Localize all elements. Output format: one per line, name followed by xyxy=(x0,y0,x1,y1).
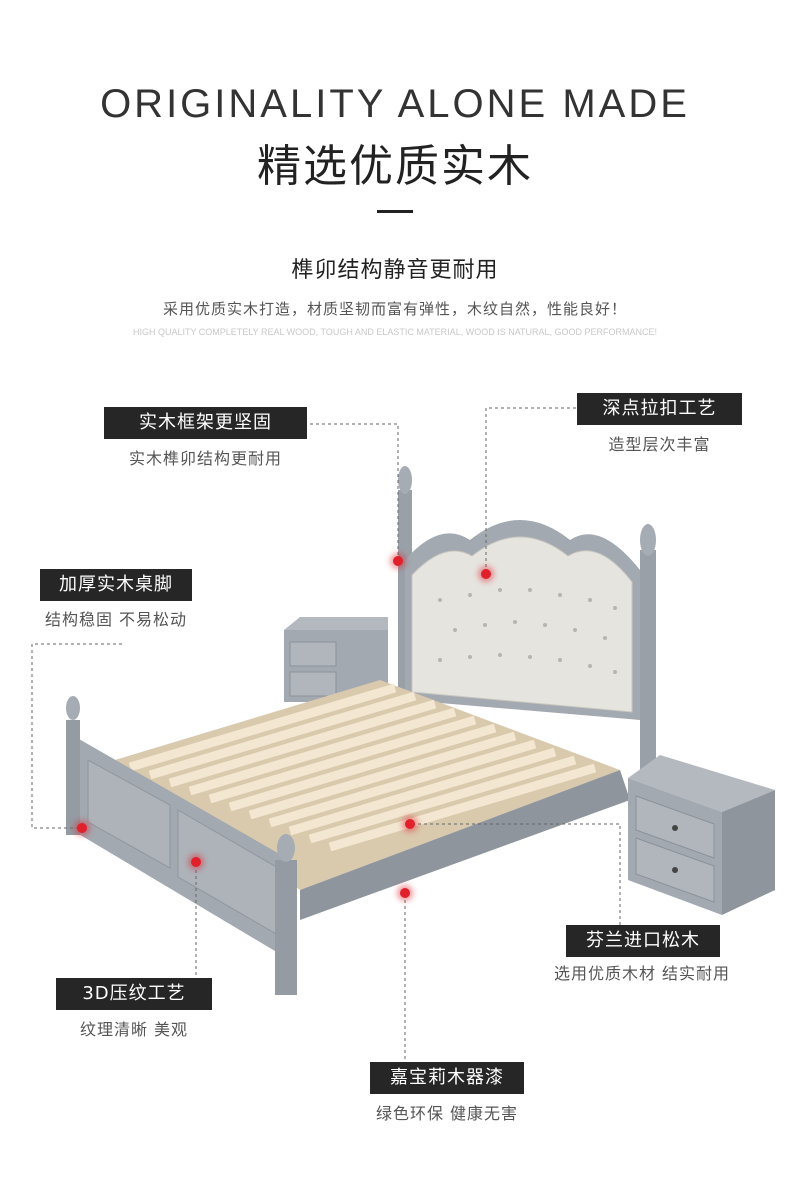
title-divider xyxy=(377,210,413,213)
title-chinese: 精选优质实木 xyxy=(257,141,533,192)
foot-post-right xyxy=(275,860,297,995)
feature-sub-frame: 实木榫卯结构更耐用 xyxy=(128,449,282,468)
side-rail xyxy=(300,770,630,920)
headboard-post-right xyxy=(640,550,656,780)
feature-sub-paint: 绿色环保 健康无害 xyxy=(375,1104,519,1123)
feature-tag-emboss: 3D压纹工艺 xyxy=(56,978,212,1010)
nightstand-back xyxy=(284,617,388,702)
marker-legs xyxy=(77,823,87,833)
feature-sub-tufting: 造型层次丰富 xyxy=(608,435,711,454)
marker-tufting xyxy=(481,569,491,579)
feature-sub-pine: 选用优质木材 结实耐用 xyxy=(553,964,731,983)
marker-paint xyxy=(400,888,410,898)
feature-tag-legs: 加厚实木桌脚 xyxy=(40,569,192,601)
feature-tag-paint: 嘉宝莉木器漆 xyxy=(370,1062,524,1094)
marker-frame xyxy=(393,556,403,566)
description-english: HIGH QUALITY COMPLETELY REAL WOOD, TOUGH… xyxy=(132,327,658,337)
feature-tag-tufting: 深点拉扣工艺 xyxy=(577,393,742,425)
description: 采用优质实木打造，材质坚韧而富有弹性，木纹自然，性能良好！ xyxy=(162,300,627,318)
feature-sub-legs: 结构稳固 不易松动 xyxy=(44,610,188,629)
marker-pine xyxy=(405,819,415,829)
feature-tag-frame: 实木框架更坚固 xyxy=(104,407,307,439)
feature-sub-emboss: 纹理清晰 美观 xyxy=(79,1020,189,1039)
subtitle: 榫卯结构静音更耐用 xyxy=(291,258,499,283)
title-english: ORIGINALITY ALONE MADE xyxy=(100,82,690,126)
foot-post-left xyxy=(66,720,80,835)
nightstand-front xyxy=(628,755,775,915)
feature-tag-pine: 芬兰进口松木 xyxy=(566,925,720,957)
marker-emboss xyxy=(191,857,201,867)
tufted-panel xyxy=(411,536,633,713)
